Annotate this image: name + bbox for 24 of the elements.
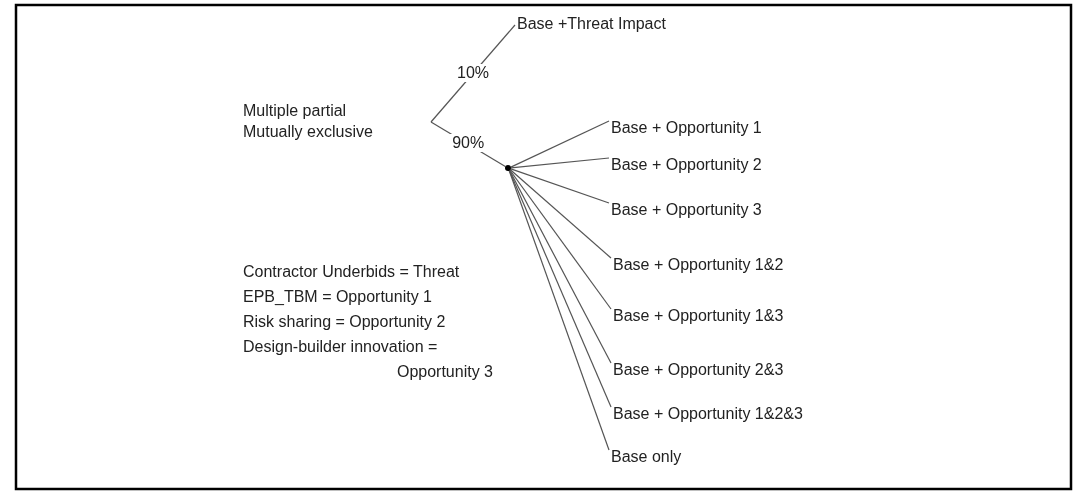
branch-line (509, 169, 612, 310)
outcome-label: Base + Opportunity 1&2&3 (613, 403, 828, 427)
outcome-label: Base + Opportunity 2&3 (613, 359, 803, 383)
branch-line (508, 170, 610, 451)
outcome-label: Base only (611, 446, 721, 470)
outcome-label: Base + Opportunity 3 (611, 199, 781, 223)
probability-label: 90% (450, 134, 487, 153)
outcome-label: Base + Opportunity 2 (611, 154, 781, 178)
definition-text: Contractor Underbids = Threat (243, 262, 460, 282)
branch-line (510, 168, 610, 204)
outcome-label: Base + Opportunity 1 (611, 117, 781, 141)
outcome-label: Base + Opportunity 1&3 (613, 305, 803, 329)
branch-line (509, 169, 612, 259)
definition-text: EPB_TBM = Opportunity 1 (243, 287, 432, 307)
branch-line (509, 169, 612, 364)
outcome-label: Base + Opportunity 1&2 (613, 254, 803, 278)
definition-text: Design-builder innovation = Opportunity 3 (243, 337, 493, 382)
chance-node-label: Multiple partial Mutually exclusive (243, 100, 433, 144)
definition-text: Risk sharing = Opportunity 2 (243, 312, 446, 332)
outcome-label: Base +Threat Impact (517, 13, 712, 37)
branch-line (510, 120, 610, 168)
probability-label: 10% (455, 63, 492, 82)
branch-line (510, 157, 610, 169)
junction-dot (505, 165, 511, 171)
